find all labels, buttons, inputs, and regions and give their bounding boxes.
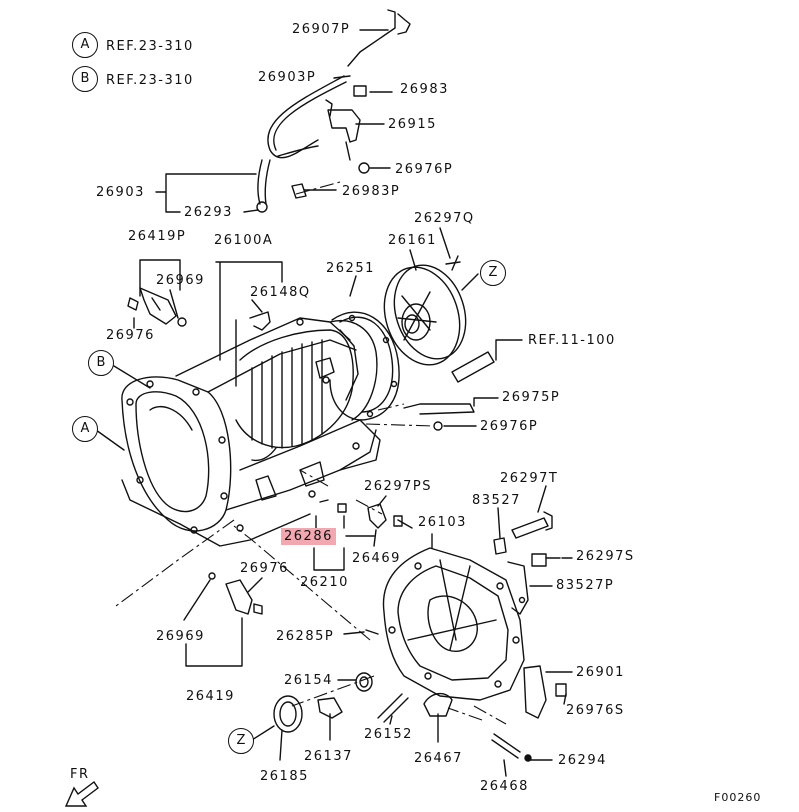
part-26969-bottom[interactable]: 26969 [156,629,205,644]
ref-a-letter: A [80,37,90,52]
callout-b-body: B [88,350,114,376]
part-26976-mid[interactable]: 26976 [240,561,289,576]
part-26285P[interactable]: 26285P [276,629,335,644]
part-26210[interactable]: 26210 [300,575,349,590]
callout-z-bottom-letter: Z [236,733,246,748]
part-26975P[interactable]: 26975P [502,390,561,405]
part-26152[interactable]: 26152 [364,727,413,742]
part-26901[interactable]: 26901 [576,665,625,680]
ref-b-letter: B [80,71,90,86]
callout-b-letter: B [96,355,106,370]
fr-arrow-icon [64,780,99,807]
part-26467[interactable]: 26467 [414,751,463,766]
part-26983P[interactable]: 26983P [342,184,401,199]
part-26137[interactable]: 26137 [304,749,353,764]
part-26907P[interactable]: 26907P [292,22,351,37]
part-26297T[interactable]: 26297T [500,471,559,486]
part-26297S[interactable]: 26297S [576,549,635,564]
part-26103[interactable]: 26103 [418,515,467,530]
ref-a-circle: A [72,32,98,58]
part-26419[interactable]: 26419 [186,689,235,704]
part-26468[interactable]: 26468 [480,779,529,794]
part-26251[interactable]: 26251 [326,261,375,276]
part-26915[interactable]: 26915 [388,117,437,132]
part-26903P[interactable]: 26903P [258,70,317,85]
part-26419P[interactable]: 26419P [128,229,187,244]
callout-z-bottom: Z [228,728,254,754]
part-26976P-mid[interactable]: 26976P [480,419,539,434]
part-26294[interactable]: 26294 [558,753,607,768]
part-26976P-top[interactable]: 26976P [395,162,454,177]
figure-code: F00260 [714,791,762,804]
part-26903[interactable]: 26903 [96,185,145,200]
part-26154[interactable]: 26154 [284,673,333,688]
part-26185[interactable]: 26185 [260,769,309,784]
ref-b-circle: B [72,66,98,92]
part-26100A[interactable]: 26100A [214,233,274,248]
part-26148Q[interactable]: 26148Q [250,285,311,300]
part-26286-highlighted[interactable]: 26286 [281,528,336,545]
part-26297Q[interactable]: 26297Q [414,211,475,226]
part-26969-top[interactable]: 26969 [156,273,205,288]
fr-label: FR [70,767,90,782]
part-83527[interactable]: 83527 [472,493,521,508]
ref-11-100: REF.11-100 [528,333,616,348]
part-26976-left[interactable]: 26976 [106,328,155,343]
part-26983[interactable]: 26983 [400,82,449,97]
part-26293[interactable]: 26293 [184,205,233,220]
part-26161[interactable]: 26161 [388,233,437,248]
callout-z-top-letter: Z [488,265,498,280]
part-83527P[interactable]: 83527P [556,578,615,593]
part-26469[interactable]: 26469 [352,551,401,566]
callout-z-top: Z [480,260,506,286]
callout-a-letter: A [80,421,90,436]
callout-a-body: A [72,416,98,442]
ref-b-text: REF.23-310 [106,73,194,88]
ref-a-text: REF.23-310 [106,39,194,54]
part-26297PS[interactable]: 26297PS [364,479,432,494]
part-26976S[interactable]: 26976S [566,703,625,718]
